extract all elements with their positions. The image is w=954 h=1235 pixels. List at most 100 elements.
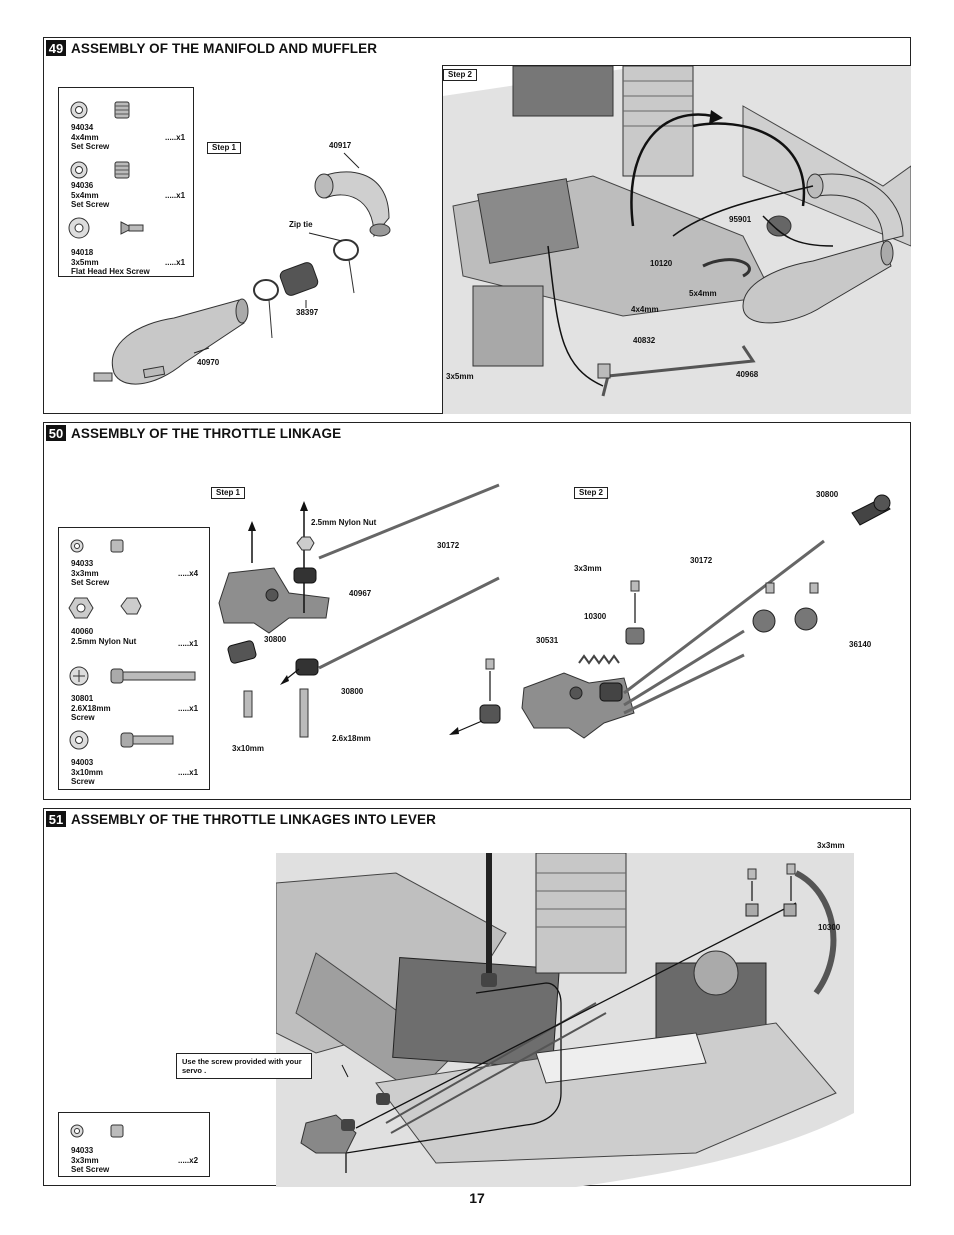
label-3x10mm: 3x10mm xyxy=(232,744,265,753)
label-nylon-nut: 2.5mm Nylon Nut xyxy=(311,518,377,527)
label-40970: 40970 xyxy=(197,358,220,367)
label-3x3mm: 3x3mm xyxy=(574,564,602,573)
washer-icon xyxy=(70,161,88,179)
label-95901: 95901 xyxy=(729,215,752,224)
chassis-step2-drawing xyxy=(443,66,911,414)
section-header: 50 ASSEMBLY OF THE THROTTLE LINKAGE xyxy=(46,425,341,441)
parts-icons xyxy=(70,1124,124,1138)
leader-line xyxy=(345,982,562,1173)
washer-icon xyxy=(69,730,89,750)
set-screw-icon xyxy=(114,161,130,179)
chassis-drawing xyxy=(276,853,854,1187)
set-screw xyxy=(786,863,796,875)
stopper-10300 xyxy=(783,903,797,917)
parts-list: 94034 4x4mm Set Screw .....x1 94036 5x4m… xyxy=(58,87,194,277)
flat-head-screw-icon xyxy=(120,221,144,235)
nut-icon xyxy=(68,597,94,619)
step-2-label: Step 2 xyxy=(443,69,478,81)
muffler-40968 xyxy=(742,240,892,324)
part-94033: 94033 3x3mm Set Screw xyxy=(71,1146,110,1174)
label-40967: 40967 xyxy=(349,589,372,598)
long-screw-icon xyxy=(110,668,196,684)
label-30172: 30172 xyxy=(690,556,713,565)
part-qty: .....x1 xyxy=(178,704,199,713)
section-number: 51 xyxy=(46,811,66,827)
section-49: 49 ASSEMBLY OF THE MANIFOLD AND MUFFLER … xyxy=(43,37,911,414)
parts-icons xyxy=(68,539,196,750)
throttle-linkage-drawing xyxy=(218,483,891,739)
part-qty: .....x2 xyxy=(178,1156,199,1165)
label-30531: 30531 xyxy=(536,636,559,645)
section-number: 49 xyxy=(46,40,66,56)
part-94033: 94033 3x3mm Set Screw xyxy=(71,559,110,587)
nylon-nut xyxy=(296,536,315,551)
ball-end-36140 xyxy=(794,607,818,631)
ball-end-36140 xyxy=(752,609,776,633)
part-94036: 94036 5x4mm Set Screw xyxy=(71,181,110,209)
set-screw xyxy=(485,658,495,670)
part-94034: 94034 4x4mm Set Screw xyxy=(71,123,110,151)
engine-block xyxy=(622,66,694,177)
engine-fins xyxy=(536,872,626,928)
part-qty: .....x1 xyxy=(165,258,186,267)
ball-link-30800 xyxy=(479,704,501,724)
label-40917: 40917 xyxy=(329,141,352,150)
ball-link-30800 xyxy=(599,682,623,702)
part-94003: 94003 3x10mm Screw xyxy=(71,758,104,786)
section-header: 49 ASSEMBLY OF THE MANIFOLD AND MUFFLER xyxy=(46,40,377,56)
muffler-40970 xyxy=(111,299,245,385)
label-30800: 30800 xyxy=(816,490,839,499)
screw-icon xyxy=(120,732,174,748)
set-screw-icon xyxy=(110,539,124,553)
nylon-nut-icon xyxy=(120,597,142,615)
step2-panel: Step 2 95901 10120 5x4mm 4x4mm 40832 3x5… xyxy=(442,65,911,414)
label-4x4mm: 4x4mm xyxy=(631,305,659,314)
label-10300: 10300 xyxy=(818,923,841,932)
section51-overlay xyxy=(341,863,797,1078)
section-title: ASSEMBLY OF THE THROTTLE LINKAGE xyxy=(71,425,342,441)
section-number: 50 xyxy=(46,425,66,441)
washer-icon xyxy=(70,101,88,119)
step-1-label: Step 1 xyxy=(211,487,246,499)
label-38397: 38397 xyxy=(296,308,319,317)
label-3x3mm: 3x3mm xyxy=(817,841,845,850)
note-text: Use the screw provided with your servo . xyxy=(182,1057,302,1075)
label-40832: 40832 xyxy=(633,336,656,345)
label-5x4mm: 5x4mm xyxy=(689,289,717,298)
label-30800: 30800 xyxy=(341,687,364,696)
servo-screw-note: Use the screw provided with your servo . xyxy=(176,1053,312,1079)
section-50: 50 ASSEMBLY OF THE THROTTLE LINKAGE 9403… xyxy=(43,422,911,800)
throttle-lever-40967 xyxy=(218,567,330,634)
washer-icon xyxy=(70,1124,84,1138)
part-qty: .....x1 xyxy=(165,191,186,200)
arrow-line xyxy=(630,113,714,227)
label-36140: 36140 xyxy=(849,640,872,649)
set-screw-icon xyxy=(114,101,130,119)
ball-link-30800 xyxy=(293,567,317,584)
washer-icon xyxy=(68,217,90,239)
section-title: ASSEMBLY OF THE MANIFOLD AND MUFFLER xyxy=(71,40,378,56)
section-header: 51 ASSEMBLY OF THE THROTTLE LINKAGES INT… xyxy=(46,811,436,827)
label-10300: 10300 xyxy=(584,612,607,621)
set-screw xyxy=(630,580,640,592)
screw-26x18mm xyxy=(299,688,309,738)
label-zip-tie: Zip tie xyxy=(289,220,313,229)
parts-list: 94033 3x3mm Set Screw .....x4 40060 2.5m… xyxy=(58,527,210,790)
set-screw-icon xyxy=(110,1124,124,1138)
part-94018: 94018 3x5mm Flat Head Hex Screw xyxy=(71,248,150,276)
part-qty: .....x1 xyxy=(178,639,199,648)
ball-link-30800 xyxy=(227,640,257,664)
label-30800: 30800 xyxy=(264,635,287,644)
part-qty: .....x4 xyxy=(178,569,199,578)
parts-list: 94033 3x3mm Set Screw .....x2 xyxy=(58,1112,210,1177)
ball-link-30800 xyxy=(851,494,891,526)
arrow-line xyxy=(692,122,806,207)
part-qty: .....x1 xyxy=(165,133,186,142)
washer-icon xyxy=(70,539,84,553)
coupler-38397 xyxy=(279,262,319,296)
part-30801: 30801 2.6X18mm Screw xyxy=(71,694,111,722)
manifold-pipe xyxy=(318,171,390,238)
ball-link-30800 xyxy=(295,658,319,676)
chassis-panel xyxy=(276,853,854,1187)
screw-3x10mm xyxy=(243,690,253,718)
